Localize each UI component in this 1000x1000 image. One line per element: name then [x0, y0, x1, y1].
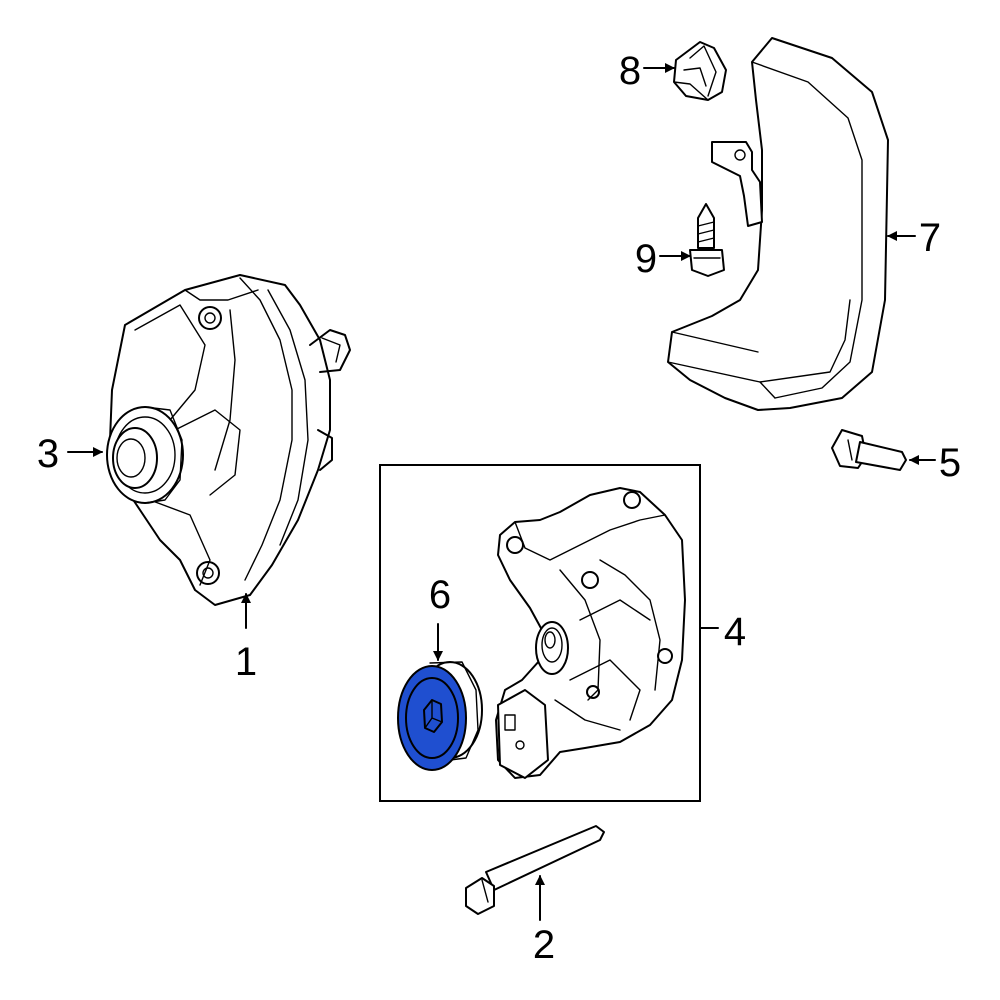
- callout-2: 2: [533, 923, 555, 967]
- callout-7: 7: [919, 216, 941, 260]
- bolt[interactable]: [831, 429, 907, 471]
- assembly-box: [379, 464, 701, 802]
- stud-bolt[interactable]: [689, 203, 725, 277]
- leader-lines: [67, 63, 936, 921]
- idler-pulley[interactable]: [397, 661, 483, 771]
- callout-8: 8: [619, 49, 641, 93]
- retainer-clip[interactable]: [673, 41, 727, 101]
- callout-labels: 1 2 3 4 5 6 7 8 9: [37, 49, 961, 967]
- long-bolt[interactable]: [465, 825, 605, 915]
- callout-4: 4: [724, 610, 746, 654]
- callout-5: 5: [939, 441, 961, 485]
- callout-1: 1: [235, 640, 257, 684]
- mounting-bracket[interactable]: [495, 487, 686, 779]
- callout-9: 9: [635, 237, 657, 281]
- callout-6: 6: [429, 573, 451, 617]
- callout-3: 3: [37, 432, 59, 476]
- air-duct[interactable]: [667, 37, 889, 411]
- alternator[interactable]: [106, 274, 351, 606]
